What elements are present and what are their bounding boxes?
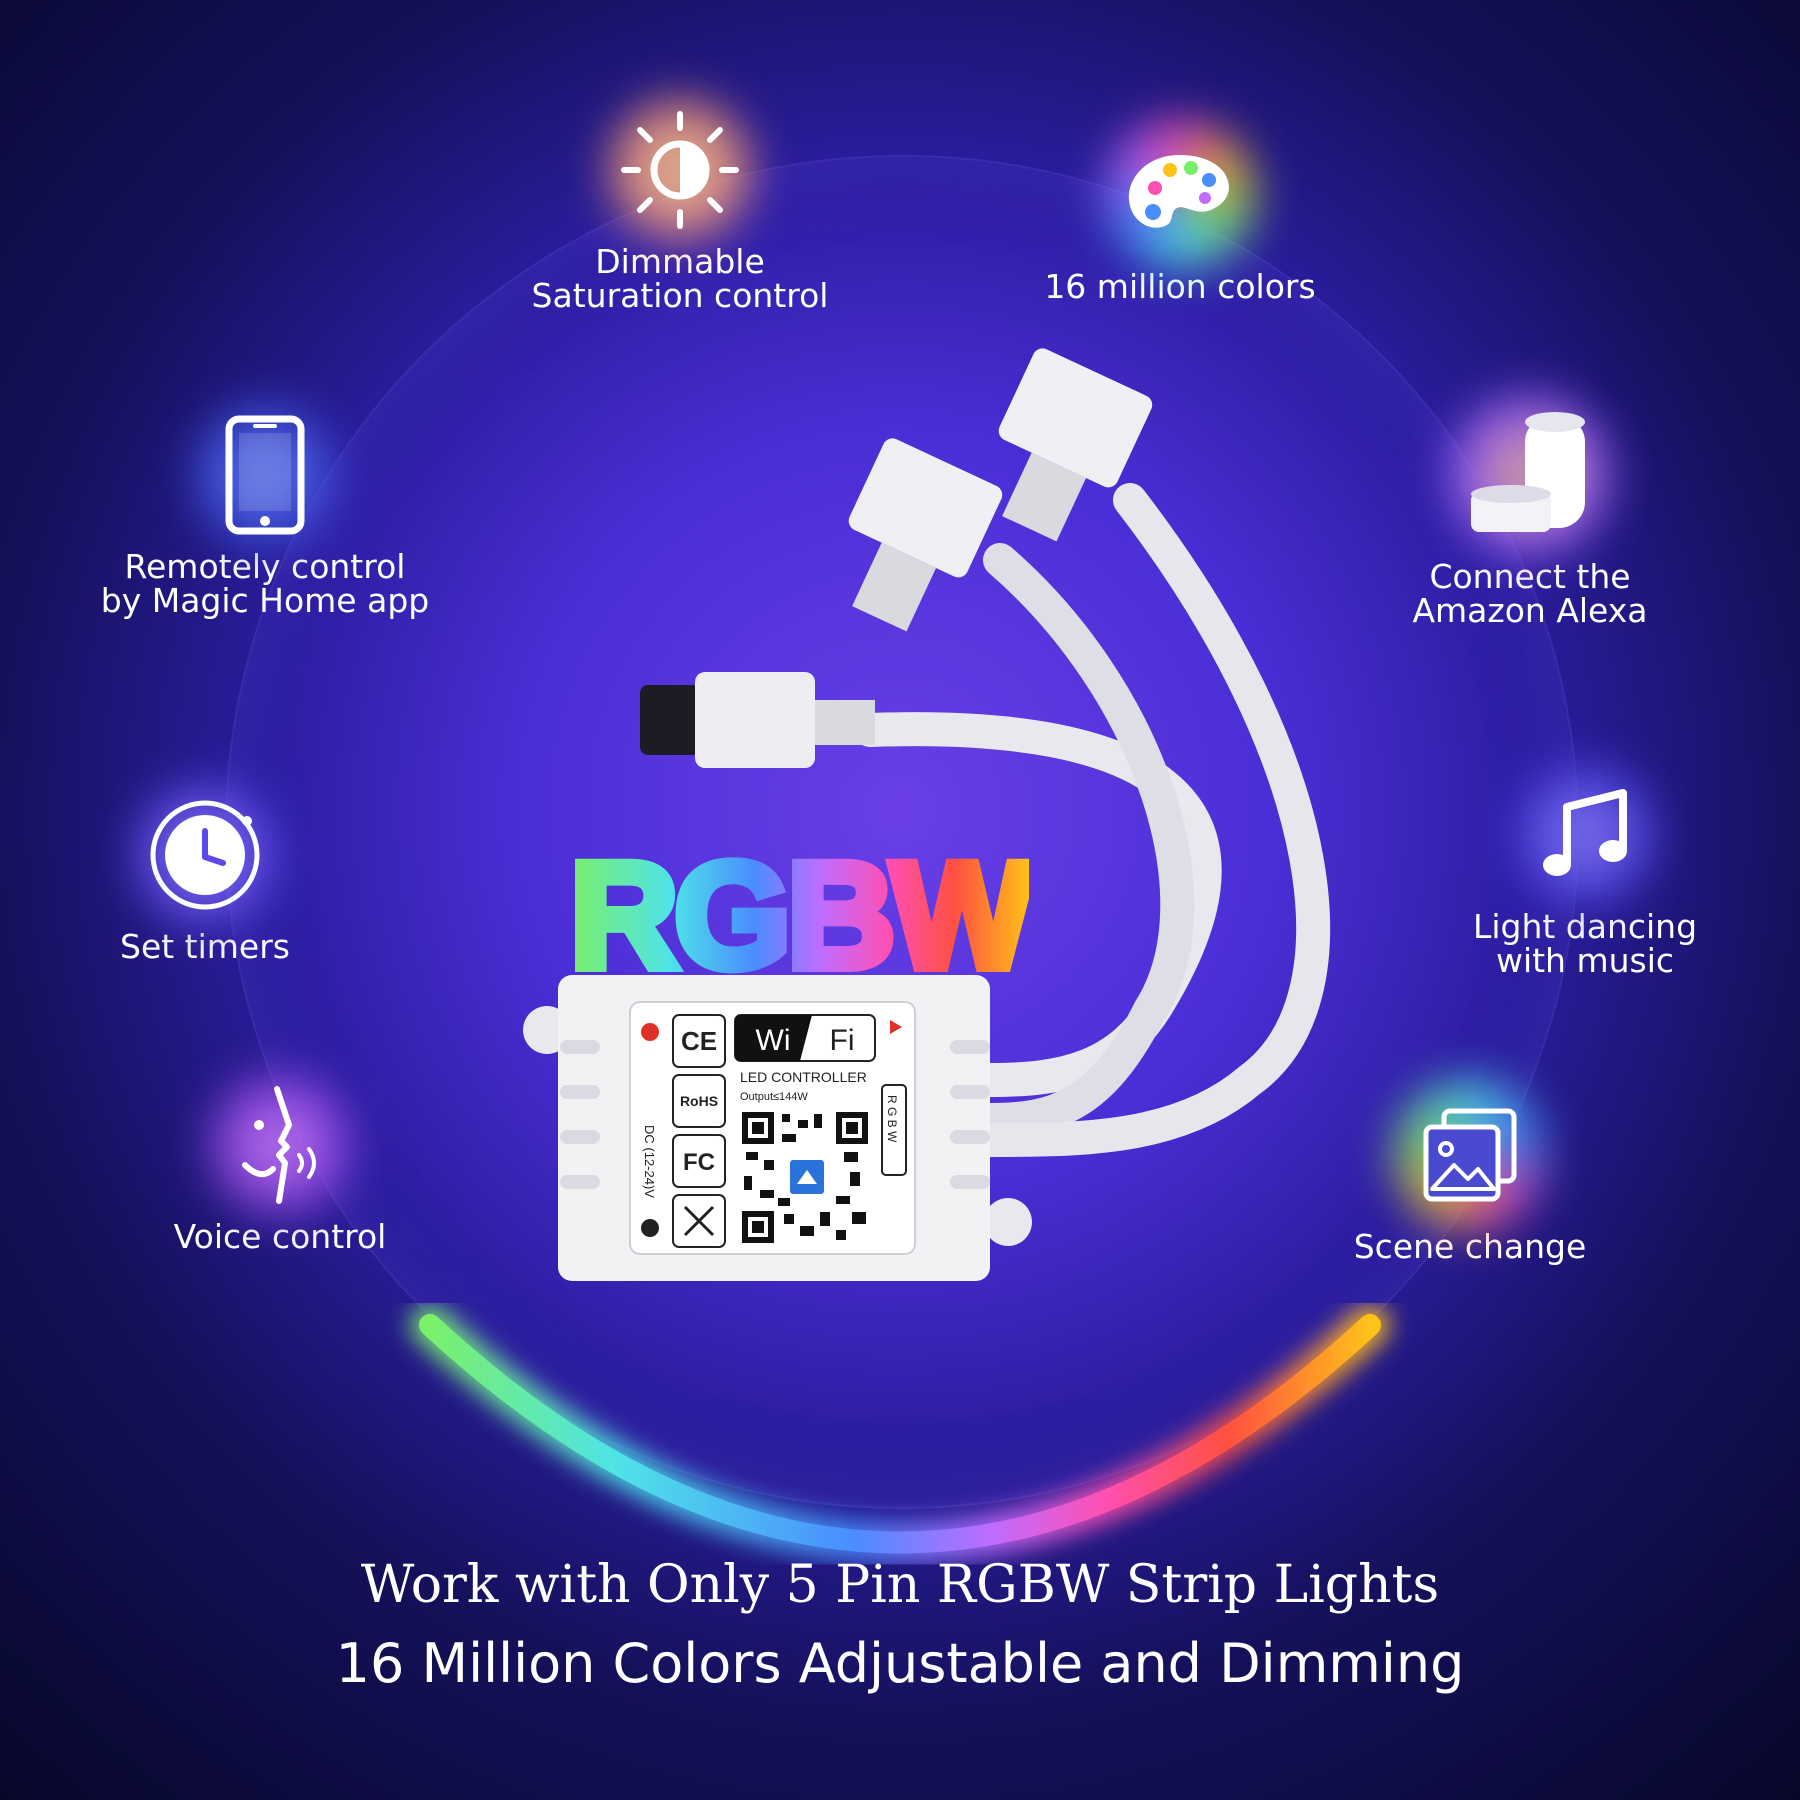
palette-icon: [1105, 120, 1255, 270]
plus-marker: [641, 1023, 659, 1041]
minus-marker: [641, 1219, 659, 1237]
headline-pin-compatibility: Work with Only 5 Pin RGBW Strip Lights: [360, 1555, 1440, 1615]
female-connector-1: [848, 438, 1003, 632]
feature-alexa-line2: Amazon Alexa: [1412, 591, 1648, 630]
feature-scene: Scene change: [1340, 1080, 1600, 1266]
feature-colors-line1: 16 million colors: [1044, 267, 1316, 306]
qr-code: [740, 1110, 870, 1245]
controller-label: LED CONTROLLER: [740, 1069, 867, 1085]
rgbw-badge: RGBW: [565, 831, 1038, 999]
smart-speaker-icon: [1445, 390, 1615, 560]
feature-remote-line1: Remotely control: [124, 547, 406, 586]
wifi-label-right: Fi: [830, 1024, 855, 1057]
feature-music-line2: with music: [1495, 941, 1675, 980]
music-note-icon: [1510, 760, 1660, 910]
feature-scene-line1: Scene change: [1353, 1227, 1587, 1266]
fc-mark: FC: [683, 1149, 715, 1176]
output-label: Output≤144W: [740, 1091, 808, 1103]
feature-timers: Set timers: [85, 780, 325, 966]
feature-alexa-line1: Connect the: [1429, 557, 1631, 596]
feature-dimmable-line1: Dimmable: [595, 242, 765, 281]
female-connector-2: [998, 348, 1153, 542]
feature-music-line1: Light dancing: [1472, 907, 1698, 946]
smartphone-icon: [190, 400, 340, 550]
rohs-mark: RoHS: [680, 1093, 718, 1109]
feature-remote-line2: by Magic Home app: [100, 581, 430, 620]
voltage-label: DC (12-24)V: [642, 1125, 657, 1198]
brightness-icon: [605, 95, 755, 245]
feature-voice-line1: Voice control: [173, 1217, 387, 1256]
feature-timers-line1: Set timers: [120, 927, 290, 966]
side-rgbw-label: R G B W: [885, 1095, 899, 1143]
voice-icon: [205, 1070, 355, 1220]
wifi-label-left: Wi: [756, 1024, 791, 1057]
clock-icon: [130, 780, 280, 930]
feature-dimmable-line2: Saturation control: [531, 276, 829, 315]
headline-colors-dimming: 16 Million Colors Adjustable and Dimming: [335, 1632, 1465, 1695]
feature-voice: Voice control: [150, 1070, 410, 1256]
image-icon: [1395, 1080, 1545, 1230]
ce-mark: CE: [681, 1026, 717, 1056]
male-connector: [640, 672, 875, 768]
feature-colors: 16 million colors: [1020, 120, 1340, 306]
